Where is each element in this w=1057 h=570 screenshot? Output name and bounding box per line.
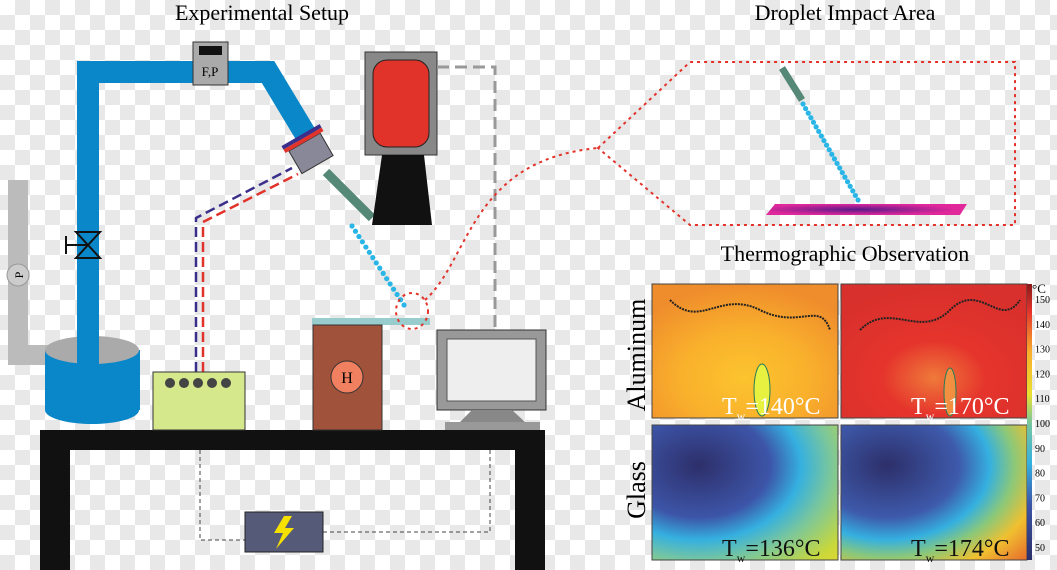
droplet (377, 265, 383, 271)
droplet (363, 244, 369, 250)
droplet (850, 188, 856, 194)
droplet (800, 101, 806, 107)
droplet (401, 302, 407, 308)
droplet (394, 291, 400, 298)
colorbar-tick: 70 (1035, 493, 1045, 504)
colorbar-tick: 100 (1035, 419, 1050, 430)
colorbar-tick: 110 (1035, 394, 1050, 405)
substrate-plate (312, 318, 430, 325)
droplet (837, 165, 843, 171)
droplet (380, 270, 386, 276)
zoom-callout (395, 61, 1016, 330)
colorbar-tick: 130 (1035, 345, 1050, 356)
droplet (373, 260, 379, 266)
camera (364, 51, 438, 225)
droplet (370, 255, 376, 261)
droplet (855, 197, 861, 203)
temp-label-al140: Tw=140°C (722, 394, 820, 423)
flow-meter: F,P (192, 41, 229, 86)
monitor (436, 329, 547, 430)
mains-cable (199, 450, 491, 541)
flow-meter-label: F,P (202, 64, 219, 79)
colorbar-tick: 120 (1035, 369, 1050, 380)
droplet (356, 233, 362, 240)
inset-plate (766, 204, 967, 215)
droplet (391, 286, 397, 292)
droplet (810, 119, 817, 125)
droplet (829, 151, 835, 157)
droplet (808, 115, 814, 121)
droplet (352, 228, 359, 234)
thermo-panel-glass-136 (651, 424, 839, 561)
power-cable-1 (194, 166, 293, 372)
temp-label-gl174: Tw=174°C (911, 536, 1009, 565)
power-supply (152, 371, 246, 431)
droplet (813, 124, 819, 130)
droplet (823, 142, 830, 148)
droplet-stream (349, 223, 407, 308)
droplet (847, 183, 853, 189)
droplet (359, 239, 365, 245)
colorbar-tick: 50 (1035, 543, 1045, 554)
pressure-label: P (12, 271, 26, 278)
droplet (366, 249, 372, 255)
droplet (818, 133, 824, 139)
impact-title: Droplet Impact Area (755, 0, 936, 25)
colorbar-tick: 140 (1035, 320, 1050, 331)
row-label-glass: Glass (622, 461, 651, 519)
droplet (805, 110, 811, 116)
droplet (387, 281, 393, 287)
thermo-panel-glass-174 (840, 424, 1028, 561)
power-cable-2 (201, 172, 299, 372)
droplet (839, 169, 845, 176)
row-label-aluminum: Aluminum (622, 299, 651, 412)
injector (281, 124, 334, 175)
droplet (834, 160, 840, 167)
table (40, 430, 545, 570)
colorbar-tick: 150 (1035, 295, 1050, 306)
droplet (816, 128, 822, 135)
droplet (826, 147, 832, 153)
droplet (852, 192, 858, 199)
colorbar-tick: 90 (1035, 444, 1045, 455)
droplet (349, 223, 355, 229)
valve-icon (65, 231, 103, 259)
colorbar-ticks: 150 140 130 120 110 100 90 80 70 60 50 (1035, 295, 1050, 554)
droplet (821, 137, 827, 144)
setup-title: Experimental Setup (175, 0, 349, 25)
temp-label-al170: Tw=170°C (911, 394, 1009, 423)
inset-needle (779, 66, 805, 102)
pressure-line: P (6, 180, 60, 365)
temp-label-gl136: Tw=136°C (722, 536, 820, 565)
droplet (384, 276, 390, 282)
colorbar-tick: 80 (1035, 469, 1045, 480)
thermo-title: Thermographic Observation (721, 241, 970, 266)
needle (322, 168, 376, 222)
inset-droplet-stream (800, 101, 861, 203)
colorbar (1027, 284, 1032, 560)
thermo-panel-aluminum-140 (651, 283, 839, 419)
droplet (831, 156, 838, 162)
thermo-panel-aluminum-170 (840, 283, 1028, 419)
droplet (844, 179, 851, 185)
droplet (842, 174, 848, 180)
power-outlet (244, 511, 324, 553)
camera-cable (437, 65, 497, 330)
colorbar-unit: °C (1032, 281, 1046, 296)
droplet (803, 105, 809, 112)
lightning-icon (274, 516, 294, 549)
heater: H (312, 324, 383, 431)
colorbar-tick: 60 (1035, 518, 1045, 529)
heater-label: H (341, 370, 353, 387)
pressure-gauge-icon (6, 263, 30, 287)
